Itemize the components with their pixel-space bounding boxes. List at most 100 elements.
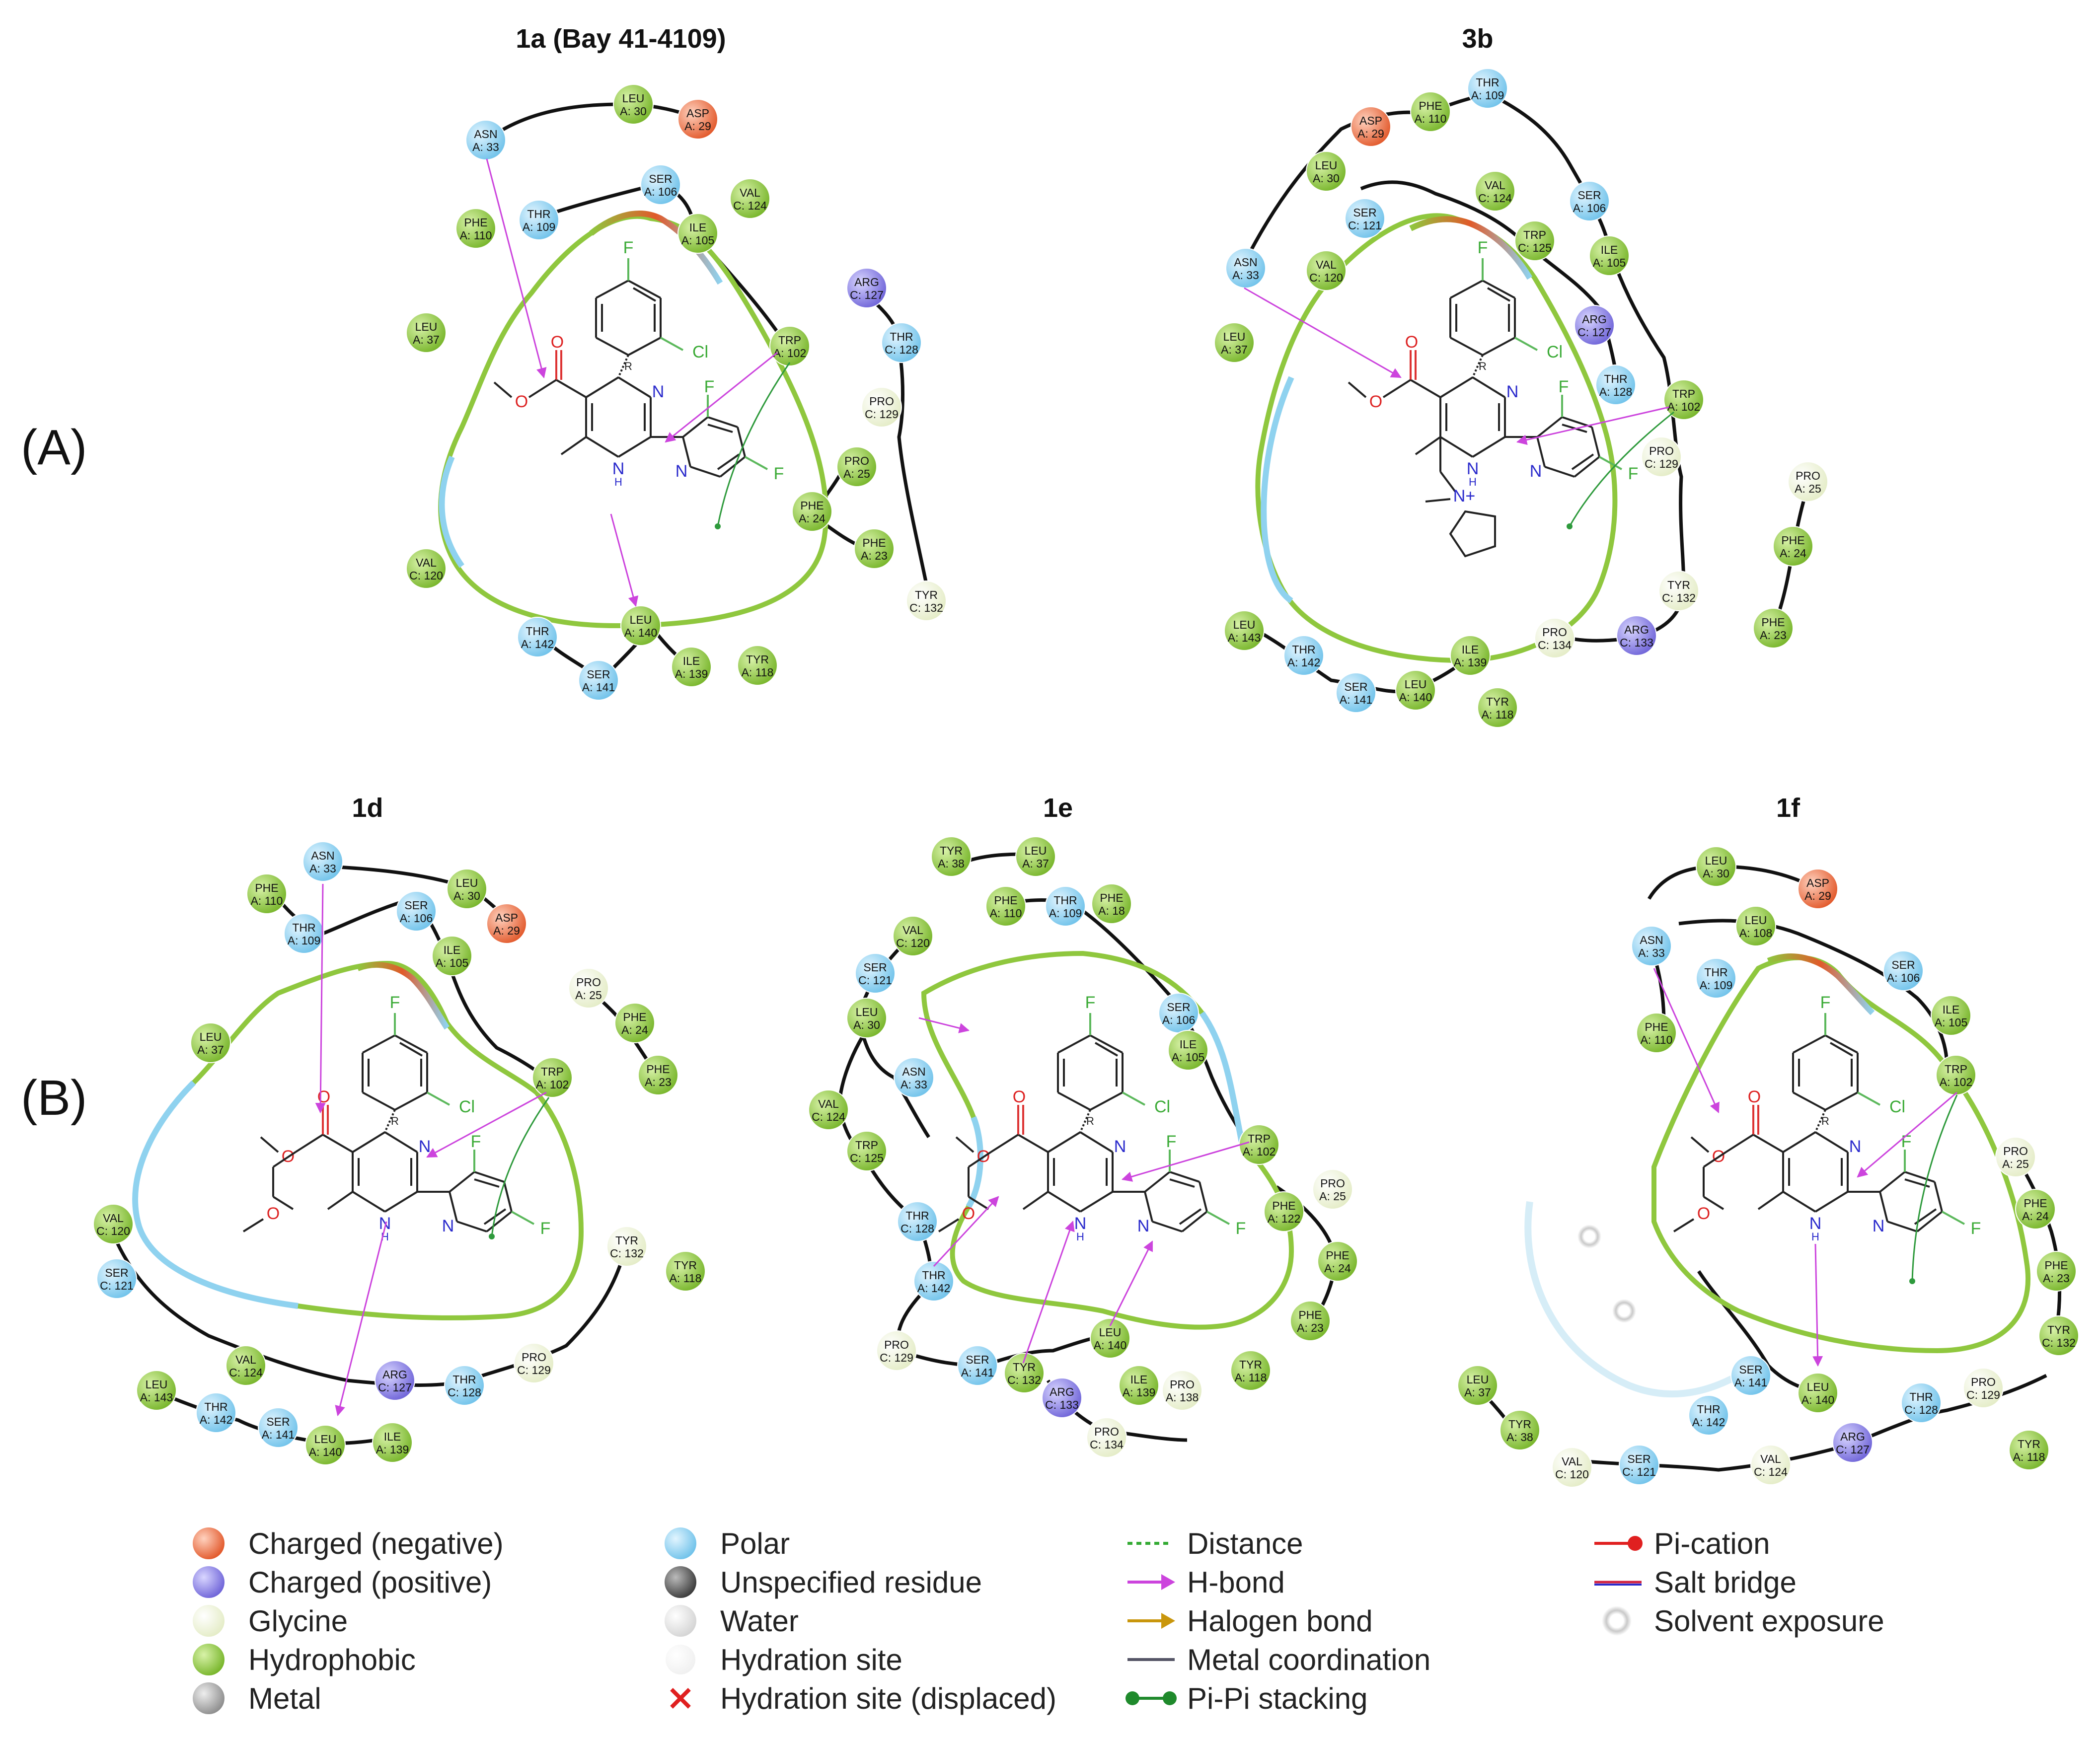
pocket-solvent-exposed-edge [356, 961, 450, 1030]
residue-chain-number: A: 118 [670, 1272, 702, 1285]
residue-circle [881, 322, 922, 363]
legend-swatch [666, 1645, 695, 1674]
residue-name: TYR [746, 653, 769, 666]
residue-name: THR [1053, 894, 1077, 907]
pyrrolidine-ring [1449, 510, 1496, 558]
bond [1090, 1091, 1123, 1111]
ether-oxygen: O [962, 1204, 975, 1223]
h-bond-arrow [315, 883, 326, 1114]
residue-chain-number: A: 105 [1172, 1051, 1205, 1064]
residue-circle [1306, 250, 1347, 291]
bond [968, 1196, 989, 1210]
bond [707, 424, 733, 433]
residue-name: TYR [1239, 1358, 1262, 1371]
residue-name: PHE [1781, 534, 1804, 547]
residue-chain-number: A: 142 [1287, 656, 1321, 669]
bond [384, 1131, 418, 1153]
residue-chain-number: C: 133 [1620, 636, 1653, 649]
residue-chain-number: C: 124 [229, 1366, 263, 1379]
section-label-a: (A) [21, 420, 87, 475]
residue-chain-number: C: 120 [96, 1225, 130, 1237]
residue-name: PHE [1298, 1308, 1322, 1321]
residue-circle [432, 936, 472, 976]
residue-chain-number: A: 37 [1464, 1386, 1491, 1399]
h-bond-arrow [665, 352, 778, 443]
residue-name: SER [1627, 1452, 1650, 1465]
residue-circle [93, 1204, 134, 1244]
residue-name: VAL [818, 1097, 839, 1110]
bond [295, 1134, 324, 1153]
bond [1382, 379, 1412, 398]
residue-name: THR [922, 1269, 945, 1282]
residue-chain-number: A: 140 [1094, 1339, 1127, 1352]
bond [628, 280, 661, 299]
bond [1206, 1211, 1230, 1225]
solvent-exposure-marker [1577, 1225, 1601, 1248]
residue-chain-number: C: 127 [378, 1381, 412, 1394]
residue-chain-number: C: 120 [896, 937, 930, 949]
residue-chain-number: C: 127 [1577, 326, 1611, 339]
panel-1d [112, 865, 663, 1445]
bond [617, 436, 652, 458]
bond [682, 436, 691, 467]
bond [1410, 379, 1441, 398]
bond [1825, 1091, 1858, 1111]
bond [1591, 427, 1600, 457]
residue-name: PHE [464, 216, 487, 229]
residue-chain-number: A: 140 [1801, 1393, 1835, 1406]
residue-name: PHE [646, 1063, 670, 1076]
residue-chain-number: A: 106 [1887, 971, 1920, 984]
residue-chain-number: C: 121 [1348, 219, 1382, 232]
bond [1482, 280, 1515, 299]
residue-name: TRP [1672, 387, 1695, 400]
residue-name: TYR [940, 844, 963, 857]
residue-chain-number: A: 110 [1415, 112, 1447, 125]
legend-item-hydration-site: Hydration site [666, 1643, 902, 1676]
residue-circle [1963, 1368, 2004, 1408]
legend-item-polar: Polar [665, 1527, 790, 1560]
residue-circle [486, 903, 527, 944]
ligand-1e: FClRNNHOOFFNO [938, 993, 1246, 1243]
residue-chain-number: C: 132 [1662, 591, 1696, 604]
residue-circle [1004, 1353, 1045, 1393]
legend-label: Halogen bond [1187, 1604, 1373, 1638]
residue-circle [447, 869, 487, 909]
residue-chain-number: A: 25 [575, 989, 602, 1002]
residue-circle [897, 1201, 938, 1242]
residue-name: PRO [1649, 444, 1674, 457]
residue-name: TYR [1667, 579, 1690, 591]
oxygen-atom: O [1405, 333, 1418, 352]
chlorine-atom: Cl [1154, 1097, 1170, 1116]
bond [1825, 1034, 1858, 1054]
residue-chain-number: C: 120 [1309, 271, 1343, 284]
residue-name: SER [105, 1266, 128, 1279]
residue-circle [578, 660, 619, 701]
residue-chain-number: A: 105 [1593, 256, 1626, 269]
bond [327, 1191, 354, 1210]
fluorine-atom: F [471, 1132, 481, 1151]
legend-swatch [665, 1566, 696, 1598]
residue-circle [2038, 1315, 2079, 1356]
legend-label: Unspecified residue [720, 1566, 982, 1599]
bond [555, 379, 587, 398]
bond [399, 1042, 423, 1057]
bond [272, 1151, 297, 1168]
residue-name: LEU [630, 613, 652, 626]
bond [682, 416, 709, 438]
